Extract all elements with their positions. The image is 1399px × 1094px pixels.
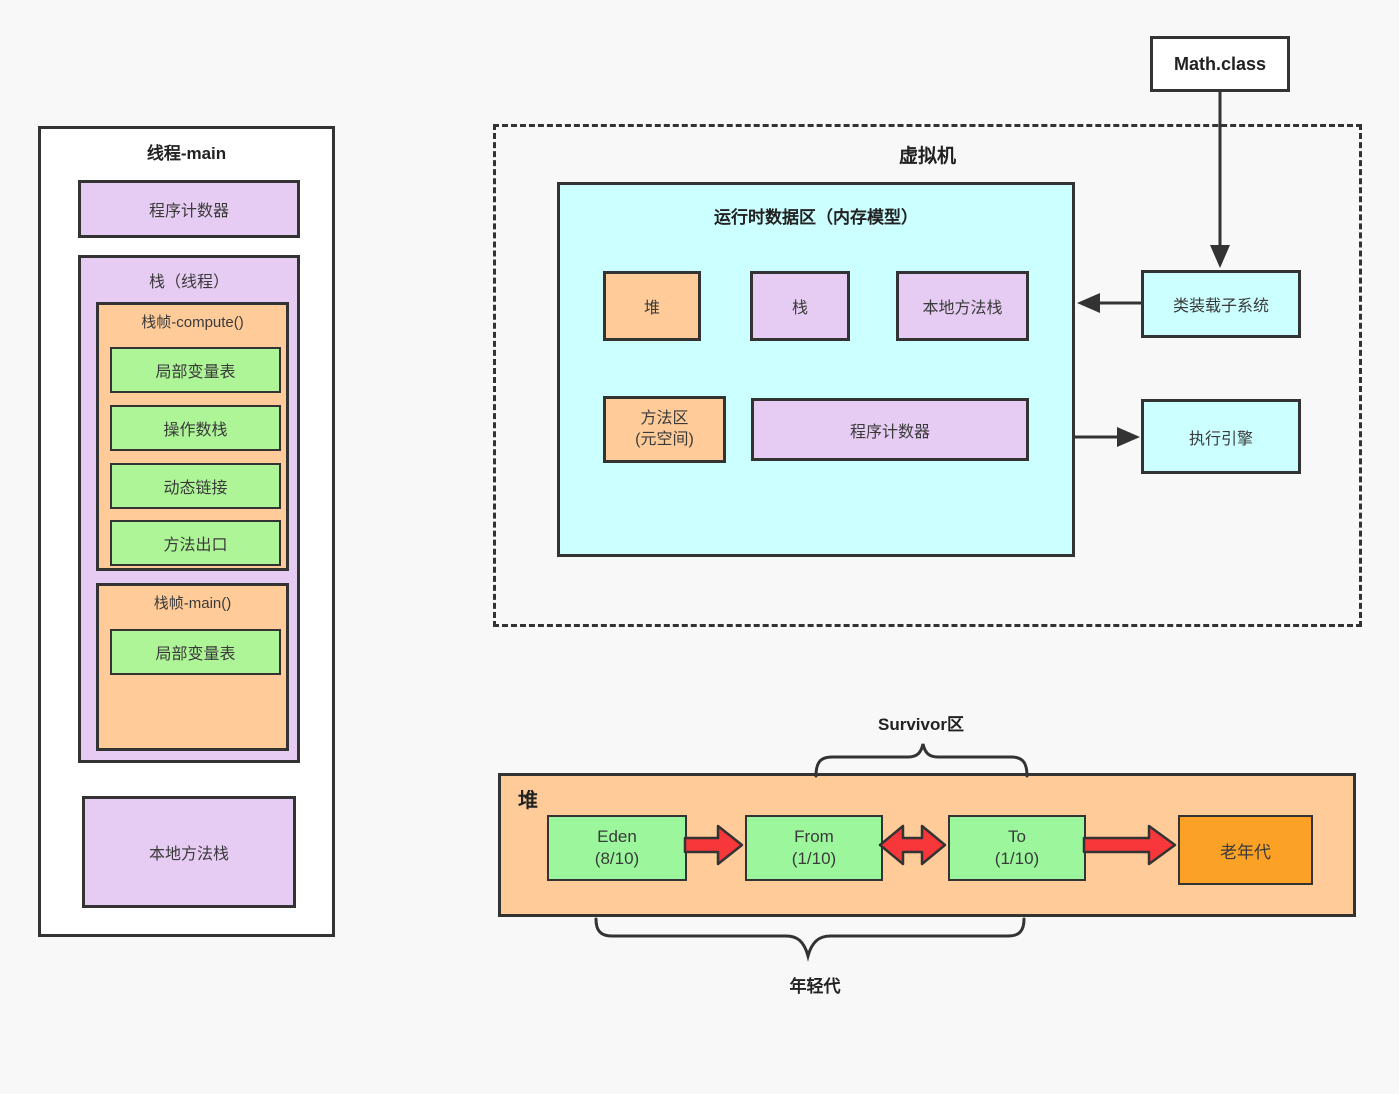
eden-ratio: (8/10) — [594, 849, 640, 868]
local-variable-table-label: 局部变量表 — [155, 364, 236, 381]
local-variable-table-box: 局部变量表 — [110, 629, 281, 675]
method-area-box: 方法区 (元空间) — [603, 396, 726, 463]
program-counter-label: 程序计数器 — [148, 203, 229, 220]
heap-container: 堆 Eden (8/10) From (1/10) To (1/10) 老年代 — [498, 773, 1356, 917]
survivor-brace — [814, 743, 1029, 778]
to-ratio: (1/10) — [994, 849, 1040, 868]
class-loader-box: 类装载子系统 — [1141, 270, 1301, 338]
execution-engine-label: 执行引擎 — [1188, 430, 1253, 448]
class-loader-label: 类装载子系统 — [1172, 298, 1269, 315]
method-area-label-line2: (元空间) — [635, 430, 694, 448]
heap-container-title: 堆 — [518, 790, 538, 812]
native-method-stack-label: 本地方法栈 — [148, 846, 229, 863]
eden-label: Eden — [597, 826, 637, 846]
runtime-data-area-title: 运行时数据区（内存模型） — [714, 208, 918, 227]
stack-thread-box: 栈（线程） 栈帧-compute() 局部变量表 操作数栈 动态链接 方法出口 — [78, 255, 300, 763]
program-counter-wide-label: 程序计数器 — [849, 423, 930, 441]
stack-frame-compute-title: 栈帧-compute() — [141, 314, 244, 331]
to-box: To (1/10) — [948, 815, 1086, 881]
survivor-label: Survivor区 — [878, 715, 964, 734]
young-gen-brace — [594, 917, 1026, 962]
local-variable-table-label: 局部变量表 — [155, 646, 236, 663]
vm-dashed-box: 虚拟机 — [493, 124, 1362, 627]
method-area-label-line1: 方法区 — [640, 409, 689, 427]
stack-frame-main: 栈帧-main() 局部变量表 — [96, 583, 289, 751]
local-variable-table-box: 局部变量表 — [110, 347, 281, 393]
from-label: From — [794, 826, 834, 846]
from-box: From (1/10) — [745, 815, 883, 881]
to-label: To — [1008, 826, 1026, 846]
program-counter-wide-box: 程序计数器 — [751, 398, 1029, 461]
execution-engine-box: 执行引擎 — [1141, 399, 1301, 474]
eden-box: Eden (8/10) — [547, 815, 687, 881]
stack-frame-compute: 栈帧-compute() 局部变量表 操作数栈 动态链接 方法出口 — [96, 302, 289, 571]
method-exit-box: 方法出口 — [110, 520, 281, 566]
young-gen-label: 年轻代 — [789, 977, 841, 996]
heap-small-box: 堆 — [603, 271, 701, 341]
native-method-stack-small-box: 本地方法栈 — [896, 271, 1029, 341]
heap-small-label: 堆 — [643, 300, 660, 317]
native-method-stack-small-label: 本地方法栈 — [922, 300, 1003, 317]
from-ratio: (1/10) — [791, 849, 837, 868]
thread-main-title: 线程-main — [146, 144, 227, 163]
operand-stack-label: 操作数栈 — [163, 422, 228, 439]
operand-stack-box: 操作数栈 — [110, 405, 281, 451]
stack-small-label: 栈 — [791, 300, 808, 317]
stack-frame-main-title: 栈帧-main() — [153, 595, 232, 612]
old-gen-label: 老年代 — [1220, 842, 1271, 862]
program-counter-box: 程序计数器 — [78, 180, 300, 238]
math-class-box: Math.class — [1150, 36, 1290, 92]
runtime-data-area: 运行时数据区（内存模型） 堆 栈 本地方法栈 方法区 (元空间) 程序计数器 — [557, 182, 1075, 557]
vm-title: 虚拟机 — [898, 146, 956, 167]
stack-thread-title: 栈（线程） — [148, 274, 229, 291]
old-gen-box: 老年代 — [1178, 815, 1313, 885]
dynamic-link-box: 动态链接 — [110, 463, 281, 509]
math-class-label: Math.class — [1173, 53, 1267, 74]
native-method-stack-box: 本地方法栈 — [82, 796, 296, 908]
method-exit-label: 方法出口 — [163, 537, 228, 554]
stack-small-box: 栈 — [750, 271, 850, 341]
dynamic-link-label: 动态链接 — [163, 480, 228, 497]
thread-main-panel: 线程-main 程序计数器 栈（线程） 栈帧-compute() 局部变量表 操… — [38, 126, 335, 937]
